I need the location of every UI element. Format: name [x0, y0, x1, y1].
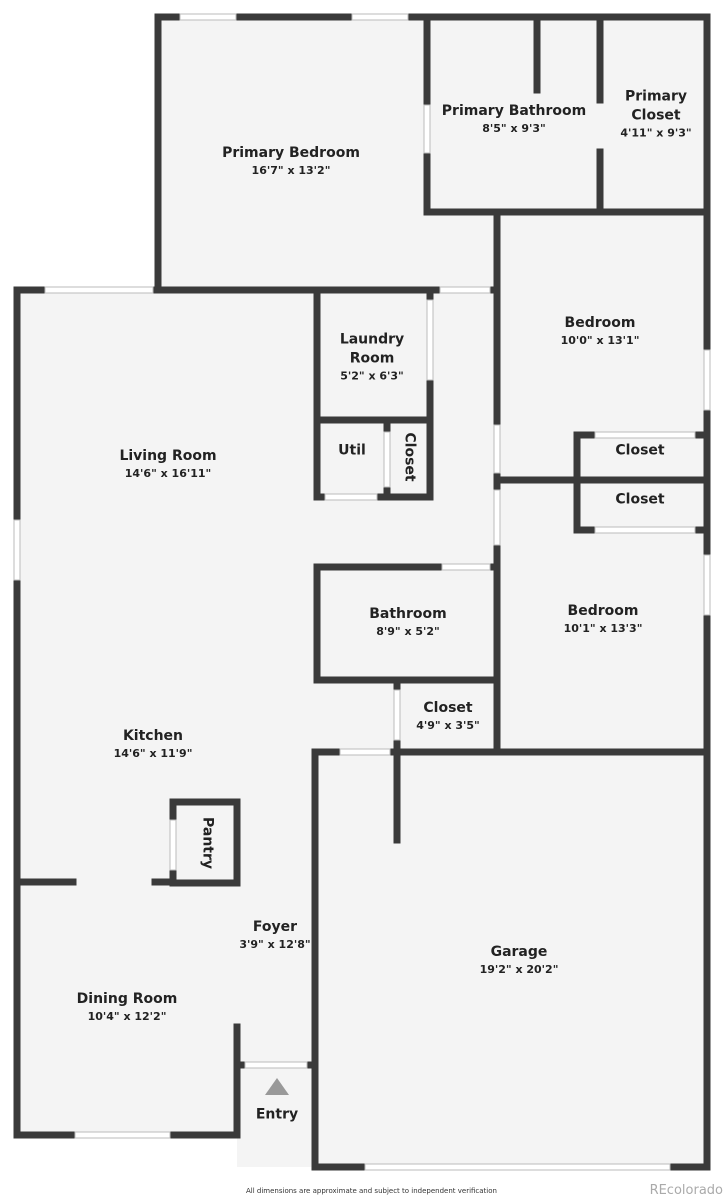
room-name: Bedroom: [564, 315, 636, 331]
room-dimensions: 19'2" x 20'2": [479, 963, 559, 976]
walls: [13, 13, 711, 1171]
room-foyer: Foyer 3'9" x 12'8": [239, 918, 310, 952]
room-dimensions: 8'5" x 9'3": [482, 122, 546, 135]
room-bathroom: Bathroom 8'9" x 5'2": [369, 605, 447, 639]
room-dimensions: 3'9" x 12'8": [239, 938, 311, 951]
room-laundry: Laundry Room 5'2" x 6'3": [332, 331, 412, 384]
room-bedroom-1: Bedroom 10'0" x 13'1": [561, 314, 640, 348]
room-dimensions: 8'9" x 5'2": [376, 625, 440, 638]
room-name: Primary Bedroom: [222, 145, 360, 161]
room-primary-bedroom: Primary Bedroom 16'7" x 13'2": [222, 144, 360, 178]
room-name: Closet: [615, 491, 665, 508]
windows-and-doors: [13, 13, 711, 1171]
room-kitchen: Kitchen 14'6" x 11'9": [114, 727, 193, 761]
room-name: Kitchen: [122, 728, 184, 744]
room-util: Util: [338, 442, 366, 461]
room-name: Foyer: [252, 919, 298, 935]
room-primary-closet: Primary Closet 4'11" x 9'3": [616, 88, 696, 141]
room-dimensions: 10'1" x 13'3": [563, 622, 643, 635]
room-dimensions: 14'6" x 16'11": [124, 467, 212, 480]
room-name: Closet: [615, 442, 665, 459]
room-garage: Garage 19'2" x 20'2": [480, 943, 559, 977]
room-name: Bathroom: [369, 606, 447, 622]
brand-watermark: REcolorado: [649, 1183, 723, 1198]
room-dining: Dining Room 10'4" x 12'2": [77, 990, 178, 1024]
room-name: Pantry: [199, 816, 216, 870]
room-name: Entry: [255, 1106, 299, 1123]
room-dimensions: 10'4" x 12'2": [87, 1010, 167, 1023]
room-dimensions: 14'6" x 11'9": [113, 747, 193, 760]
room-dimensions: 16'7" x 13'2": [251, 164, 331, 177]
room-bedroom-1-closet: Closet: [615, 442, 664, 461]
room-name: Bedroom: [567, 603, 639, 619]
room-dimensions: 4'11" x 9'3": [620, 126, 692, 140]
room-dimensions: 10'0" x 13'1": [560, 334, 640, 347]
room-bedroom-2: Bedroom 10'1" x 13'3": [564, 602, 643, 636]
room-dimensions: 4'9" x 3'5": [416, 719, 480, 732]
room-primary-bathroom: Primary Bathroom 8'5" x 9'3": [442, 102, 586, 136]
room-hall-closet: Closet 4'9" x 3'5": [416, 699, 480, 733]
room-pantry: Pantry: [198, 817, 217, 869]
room-dimensions: 5'2" x 6'3": [340, 369, 404, 383]
room-name: Primary Closet: [624, 88, 688, 124]
room-living: Living Room 14'6" x 16'11": [119, 447, 216, 481]
room-entry: Entry: [256, 1106, 298, 1125]
room-name: Laundry Room: [339, 331, 405, 367]
room-bedroom-2-closet: Closet: [615, 491, 664, 510]
entry-arrow-icon: [265, 1078, 289, 1095]
room-name: Util: [338, 442, 366, 459]
room-name: Primary Bathroom: [441, 103, 587, 119]
disclaimer-note: All dimensions are approximate and subje…: [246, 1187, 497, 1195]
room-name: Dining Room: [76, 991, 178, 1007]
room-name: Garage: [490, 944, 548, 960]
room-name: Closet: [401, 432, 418, 482]
room-name: Living Room: [119, 448, 217, 464]
room-laundry-closet: Closet: [400, 432, 419, 481]
room-name: Closet: [423, 700, 473, 716]
